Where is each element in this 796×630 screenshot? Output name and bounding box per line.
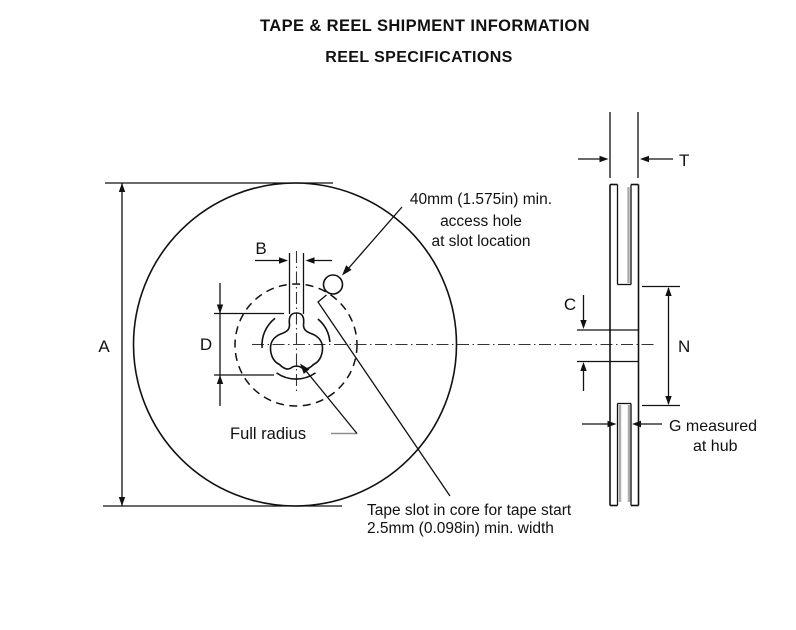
dim-b: B xyxy=(255,239,332,264)
full-radius-leader xyxy=(300,363,358,435)
dim-g: G measured at hub xyxy=(582,418,757,455)
tape-slot-note-line2: 2.5mm (0.098in) min. width xyxy=(367,520,554,537)
dim-n: N xyxy=(642,285,690,407)
dim-d: D xyxy=(200,283,284,406)
g-note-line2: at hub xyxy=(693,438,738,455)
dim-c: C xyxy=(564,295,587,391)
core-arcs xyxy=(261,317,331,380)
access-hole-note-line2: access hole xyxy=(440,213,522,230)
label-t: T xyxy=(679,151,689,170)
page-title: TAPE & REEL SHIPMENT INFORMATION xyxy=(260,17,590,35)
full-radius-label: Full radius xyxy=(230,425,306,443)
phantom-lines xyxy=(609,112,639,178)
label-n: N xyxy=(678,337,690,356)
reel-side-view: T xyxy=(564,112,757,507)
dim-a: A xyxy=(98,182,342,507)
tape-slot-lines xyxy=(288,253,305,314)
reel-front-view: A B D 40mm (1.575in) min. access hole xyxy=(98,182,657,537)
access-hole-note-line3: at slot location xyxy=(431,233,530,250)
label-c: C xyxy=(564,295,576,314)
side-hub xyxy=(577,283,639,405)
label-b: B xyxy=(255,239,266,258)
label-a: A xyxy=(98,337,110,356)
label-d: D xyxy=(200,335,212,354)
access-hole-leader xyxy=(342,206,403,276)
side-flanges xyxy=(609,183,640,507)
access-hole-note-line1: 40mm (1.575in) min. xyxy=(410,191,552,208)
access-hole-note: 40mm (1.575in) min. access hole at slot … xyxy=(410,191,552,250)
tape-slot-note: Tape slot in core for tape start 2.5mm (… xyxy=(367,502,572,537)
access-hole-circle xyxy=(322,274,344,295)
center-crosshair xyxy=(252,251,657,391)
g-note-line1: G measured xyxy=(669,418,757,435)
slot-shading xyxy=(618,187,631,502)
page-subtitle: REEL SPECIFICATIONS xyxy=(325,49,512,66)
dim-t: T xyxy=(578,151,689,170)
tape-slot-note-line1: Tape slot in core for tape start xyxy=(367,502,572,519)
tape-slot-leader xyxy=(317,294,451,497)
